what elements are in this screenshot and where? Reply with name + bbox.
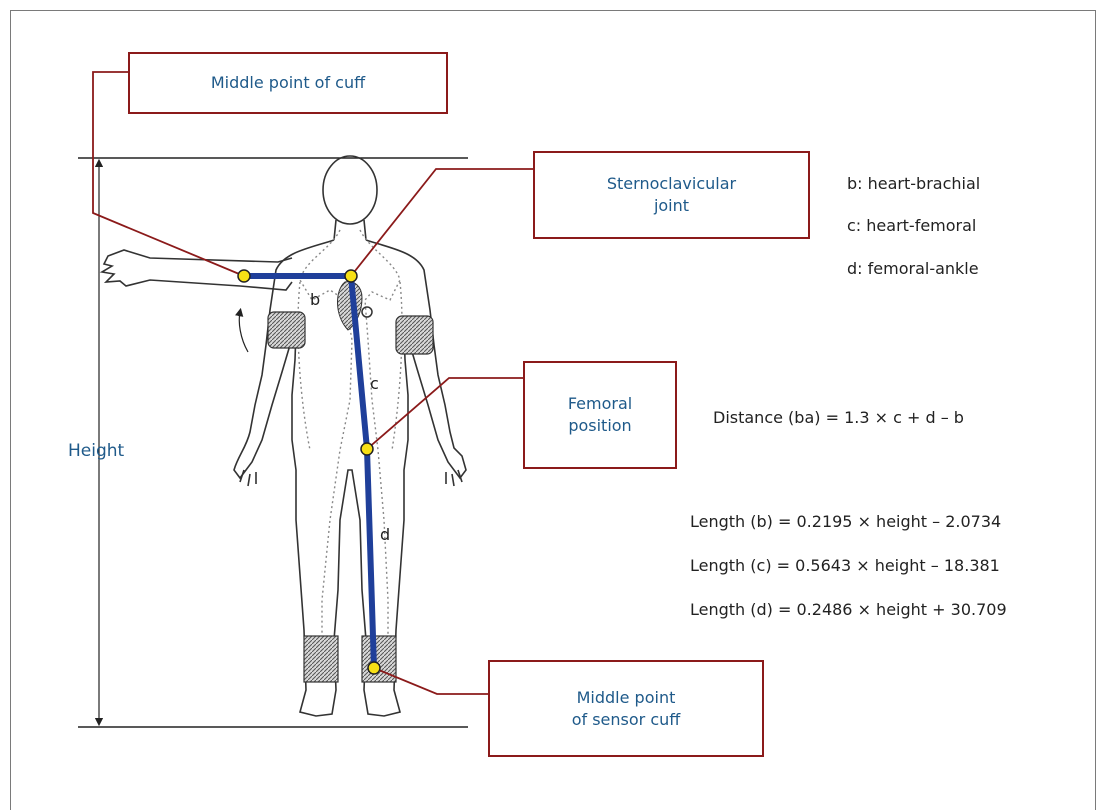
distance-formula: Distance (ba) = 1.3 × c + d – b (713, 408, 964, 427)
segment-d-label: d (380, 525, 390, 544)
callout-sternoclavicular: Sternoclavicular joint (533, 151, 810, 239)
heart-sensor (362, 307, 372, 317)
length-b-formula: Length (b) = 0.2195 × height – 2.0734 (690, 512, 1001, 531)
legend-b: b: heart-brachial (847, 174, 980, 193)
callout-femoral: Femoral position (523, 361, 677, 469)
callout-sensor-cuff: Middle point of sensor cuff (488, 660, 764, 757)
measurement-segments (244, 276, 374, 668)
left-arm-cuff (268, 312, 305, 348)
femoral-marker (361, 443, 373, 455)
left-ankle-cuff (304, 636, 338, 682)
leader-lines (93, 72, 533, 694)
length-d-formula: Length (d) = 0.2486 × height + 30.709 (690, 600, 1007, 619)
sternoclavicular-marker (345, 270, 357, 282)
segment-b-label: b (310, 290, 320, 309)
legend-d: d: femoral-ankle (847, 259, 979, 278)
height-label: Height (68, 441, 124, 461)
right-arm-cuff (396, 316, 433, 354)
cuff-midpoint-marker (238, 270, 250, 282)
sensor-cuff-marker (368, 662, 380, 674)
legend-c: c: heart-femoral (847, 216, 976, 235)
callout-middle-point-cuff: Middle point of cuff (128, 52, 448, 114)
arm-raise-arrow (239, 312, 248, 352)
segment-d-line (367, 449, 374, 668)
length-c-formula: Length (c) = 0.5643 × height – 18.381 (690, 556, 1000, 575)
segment-c-label: c (370, 374, 379, 393)
